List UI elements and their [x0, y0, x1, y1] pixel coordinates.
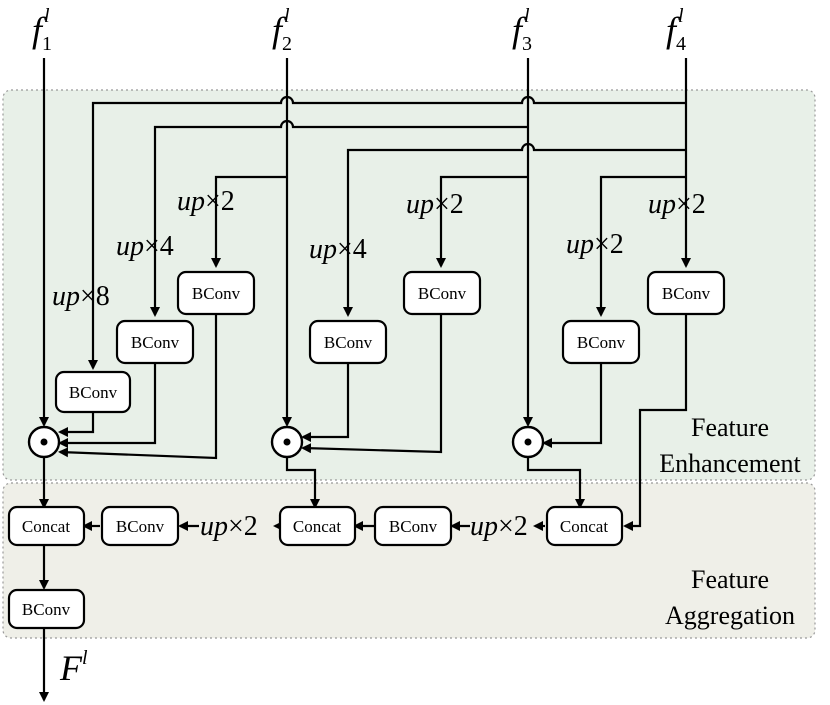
multiply-icon [270, 425, 304, 459]
up-x4-label-mid: up×4 [309, 234, 367, 265]
bconv-block: BConv [373, 505, 453, 547]
input-f3-label: f3l [512, 5, 532, 55]
multiply-icon [27, 425, 61, 459]
upsample-labels: up×8 up×4 up×2 up×4 up×2 up×2 up×2 up×2 … [52, 186, 706, 542]
bconv-block: BConv [402, 270, 482, 316]
svg-text:BConv: BConv [69, 383, 118, 402]
bconv-block: BConv [54, 370, 132, 414]
svg-text:BConv: BConv [116, 517, 165, 536]
concat-block-3: Concat [545, 505, 624, 547]
bconv-block: BConv [308, 319, 388, 365]
bconv-block: BConv [100, 505, 180, 547]
input-f4-label: f4l [666, 5, 686, 55]
svg-text:BConv: BConv [662, 284, 711, 303]
output-label: Fl [59, 647, 88, 688]
bconv-block: BConv [176, 270, 256, 316]
svg-text:Concat: Concat [22, 517, 70, 536]
bconv-block: BConv [561, 319, 641, 365]
concat-block-2: Concat [278, 505, 357, 547]
up-x2-label-agg-left: up×2 [200, 511, 258, 542]
bconv-block: BConv [115, 319, 195, 365]
up-x2-label-agg-right: up×2 [470, 511, 528, 542]
aggregation-title-line2: Aggregation [665, 601, 795, 630]
svg-text:Concat: Concat [293, 517, 341, 536]
enhancement-title-line2: Enhancement [659, 449, 801, 478]
bconv-block-output: BConv [7, 588, 86, 630]
svg-text:BConv: BConv [324, 333, 373, 352]
bconv-block: BConv [646, 270, 726, 316]
svg-text:Concat: Concat [560, 517, 608, 536]
enhancement-title-line1: Feature [691, 413, 769, 442]
svg-text:BConv: BConv [22, 600, 71, 619]
up-x4-label-left: up×4 [116, 231, 174, 262]
svg-text:BConv: BConv [131, 333, 180, 352]
svg-text:BConv: BConv [418, 284, 467, 303]
up-x2-label-right-b: up×2 [648, 189, 706, 220]
input-f1-label: f1l [32, 5, 52, 55]
svg-text:BConv: BConv [577, 333, 626, 352]
input-f2-label: f2l [272, 5, 292, 55]
concat-block-1: Concat [7, 505, 86, 547]
multiply-icon [511, 425, 545, 459]
svg-text:BConv: BConv [389, 517, 438, 536]
aggregation-title-line1: Feature [691, 565, 769, 594]
up-x2-label-right-a: up×2 [566, 229, 624, 260]
up-x8-label: up×8 [52, 281, 110, 312]
svg-text:BConv: BConv [192, 284, 241, 303]
wires [39, 58, 691, 702]
up-x2-label-mid: up×2 [406, 189, 464, 220]
up-x2-label-left: up×2 [177, 186, 235, 217]
